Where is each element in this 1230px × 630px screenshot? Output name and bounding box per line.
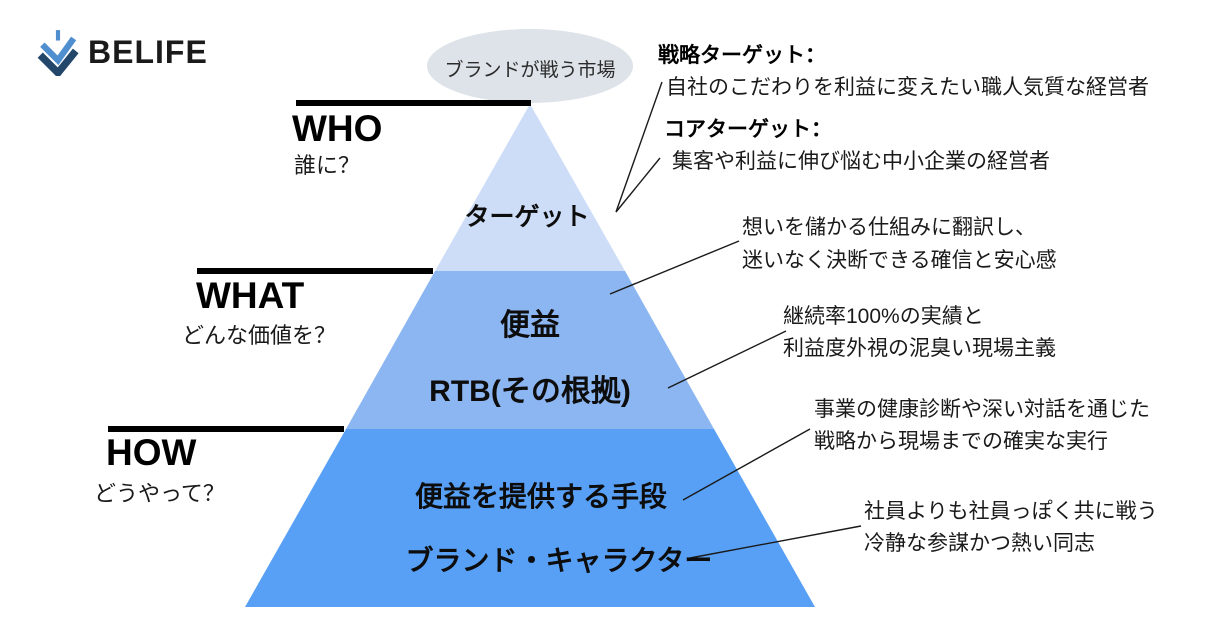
market-ellipse <box>427 29 633 103</box>
who-heading: WHO <box>292 108 383 149</box>
leader-line-core-target <box>615 157 661 213</box>
annotation-means: 事業の健康診断や深い対話を通じた 戦略から現場までの確実な実行 <box>814 394 1150 458</box>
pyramid-tier-top <box>435 104 625 271</box>
annotation-strategic-target: 戦略ターゲット： 自社のこだわりを利益に変えたい職人気質な経営者 <box>658 40 1149 104</box>
who-subtext: 誰に？ <box>294 153 361 178</box>
tier-label-benefit: 便益 <box>500 309 560 342</box>
leader-line-strategic-target <box>615 81 663 213</box>
annotation-character-line2: 冷静な参謀かつ熱い同志 <box>864 532 1095 555</box>
leader-line-benefit <box>609 240 740 295</box>
annotation-core-target-body: 集客や利益に伸び悩む中小企業の経営者 <box>672 150 1050 173</box>
annotation-benefit-line2: 迷いなく決断できる確信と安心感 <box>742 249 1057 272</box>
annotation-means-line2: 戦略から現場までの確実な実行 <box>814 430 1108 453</box>
annotation-means-line1: 事業の健康診断や深い対話を通じた <box>814 398 1150 421</box>
how-heading: HOW <box>106 432 197 473</box>
leader-line-character <box>689 525 862 559</box>
annotation-character: 社員よりも社員っぽく共に戦う 冷静な参謀かつ熱い同志 <box>864 496 1158 560</box>
annotation-core-target: コアターゲット： 集客や利益に伸び悩む中小企業の経営者 <box>664 114 1050 178</box>
annotation-rtb-line2: 利益度外視の泥臭い現場主義 <box>783 337 1056 360</box>
logo-text: BELIFE <box>88 33 208 70</box>
tier-label-means: 便益を提供する手段 <box>414 481 668 512</box>
tier-label-target: ターゲット <box>464 203 590 231</box>
annotation-rtb-line1: 継続率100%の実績と <box>783 305 984 328</box>
annotation-character-line1: 社員よりも社員っぽく共に戦う <box>864 500 1158 523</box>
annotation-benefit-line1: 想いを儲かる仕組みに翻訳し、 <box>742 216 1036 239</box>
annotation-strategic-target-body: 自社のこだわりを利益に変えたい職人気質な経営者 <box>666 76 1149 99</box>
annotation-core-target-title: コアターゲット： <box>664 118 832 141</box>
what-subtext: どんな価値を？ <box>182 323 337 348</box>
logo-chevron-icon <box>37 30 79 76</box>
pyramid-tier-middle <box>346 271 714 429</box>
annotation-strategic-target-title: 戦略ターゲット： <box>658 44 826 67</box>
tier-label-rtb: RTB(その根拠) <box>429 375 631 408</box>
pyramid-tier-bottom <box>245 429 815 607</box>
leader-line-rtb <box>667 330 787 389</box>
tier-label-character: ブランド・キャラクター <box>405 545 713 576</box>
how-subtext: どうやって？ <box>94 481 225 506</box>
market-label: ブランドが戦う市場 <box>444 60 616 81</box>
what-heading: WHAT <box>196 275 305 316</box>
annotation-benefit: 想いを儲かる仕組みに翻訳し、 迷いなく決断できる確信と安心感 <box>742 211 1057 277</box>
leader-line-means <box>682 428 811 501</box>
logo: BELIFE <box>34 28 208 76</box>
annotation-rtb: 継続率100%の実績と 利益度外視の泥臭い現場主義 <box>783 301 1056 365</box>
